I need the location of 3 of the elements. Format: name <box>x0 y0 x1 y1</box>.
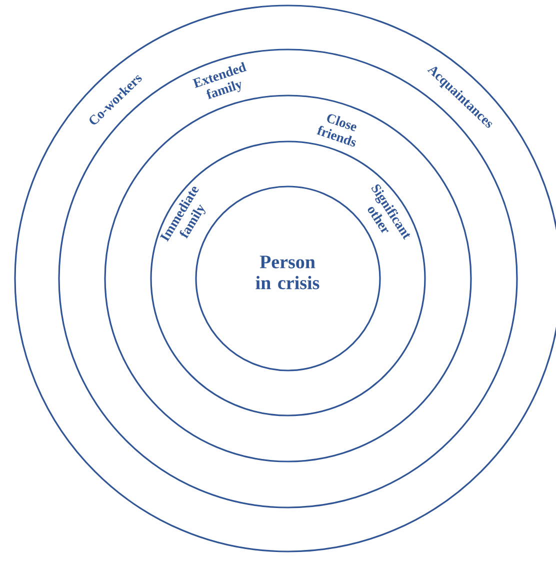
ring-label: Close friends <box>316 114 356 147</box>
center-label: Person in crisis <box>256 256 320 290</box>
ring-circle <box>58 48 518 508</box>
